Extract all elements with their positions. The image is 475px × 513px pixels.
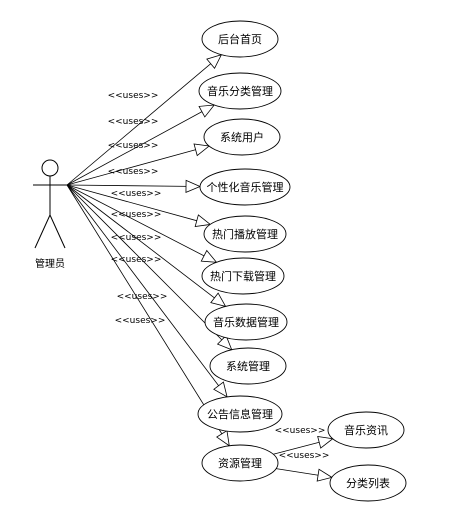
use-case-music-data: 音乐数据管理: [204, 303, 288, 341]
use-case-hot-play: 热门播放管理: [203, 215, 287, 253]
uses-label: <<uses>>: [111, 210, 162, 220]
use-case-ellipse: [204, 303, 288, 341]
uses-label: <<uses>>: [108, 141, 159, 151]
arrow-head: [200, 249, 218, 263]
uses-relation-music-data: <<uses>>: [66, 184, 227, 308]
relation-line: [66, 184, 233, 351]
relation-line: [66, 145, 210, 186]
arrow-head: [198, 104, 216, 118]
relation-line: [66, 184, 226, 307]
actor-admin: 管理员: [33, 159, 67, 270]
use-case-ellipse: [329, 464, 407, 502]
use-case-label: 音乐分类管理: [207, 84, 273, 98]
arrow-head: [210, 292, 227, 308]
use-case-label: 热门下载管理: [210, 269, 276, 283]
use-case-label: 系统管理: [226, 359, 270, 373]
uses-relation-category-list: <<uses>>: [276, 451, 333, 482]
use-case-ellipse: [201, 257, 285, 295]
uses-label: <<uses>>: [117, 292, 168, 302]
use-case-label: 后台首页: [218, 32, 262, 46]
uses-label: <<uses>>: [275, 426, 326, 436]
use-case-ellipse: [327, 411, 405, 449]
use-case-ellipse: [209, 347, 287, 385]
uses-relation-hot-play: <<uses>>: [66, 184, 212, 227]
uses-label: <<uses>>: [108, 167, 159, 177]
relation-line: [66, 184, 228, 398]
use-case-ellipse: [197, 395, 283, 433]
arrow-head: [213, 381, 228, 398]
use-case-label: 资源管理: [218, 456, 262, 470]
uses-relation-music-category: <<uses>>: [66, 104, 216, 186]
uses-label: <<uses>>: [115, 316, 166, 326]
use-case-hot-download: 热门下载管理: [201, 257, 285, 295]
use-case-ellipse: [198, 72, 282, 110]
uses-label: <<uses>>: [108, 91, 159, 101]
use-case-personalized-music: 个性化音乐管理: [199, 168, 291, 206]
uses-relation-system-manage: <<uses>>: [66, 184, 233, 351]
arrow-head: [185, 179, 202, 193]
use-case-music-news: 音乐资讯: [327, 411, 405, 449]
relation-line: [66, 184, 230, 446]
use-case-ellipse: [203, 215, 287, 253]
use-case-system-users: 系统用户: [203, 118, 281, 156]
uses-relation-backend-home: <<uses>>: [66, 54, 223, 186]
uses-relation-resource: <<uses>>: [66, 184, 230, 447]
relation-line: [66, 184, 211, 225]
uses-label: <<uses>>: [111, 189, 162, 199]
uses-label: <<uses>>: [111, 255, 162, 265]
use-case-ellipse: [199, 168, 291, 206]
use-case-announcement: 公告信息管理: [197, 395, 283, 433]
use-case-label: 热门播放管理: [212, 227, 278, 241]
arrow-head: [216, 334, 233, 351]
use-case-label: 分类列表: [346, 476, 390, 490]
use-case-ellipse: [201, 20, 279, 58]
actor-label: 管理员: [35, 257, 65, 270]
relation-line: [66, 104, 215, 186]
actor-right-leg: [49, 214, 66, 249]
use-case-backend-home: 后台首页: [201, 20, 279, 58]
uses-relation-personalized-music: <<uses>>: [66, 167, 202, 193]
arrow-head: [194, 214, 212, 227]
arrow-head: [193, 143, 211, 157]
arrow-head: [206, 54, 223, 70]
use-case-label: 音乐数据管理: [213, 315, 279, 329]
arrow-head: [316, 468, 333, 482]
relation-line: [66, 54, 222, 186]
use-case-label: 音乐资讯: [344, 423, 388, 437]
uses-relation-announcement: <<uses>>: [66, 184, 228, 398]
use-case-label: 个性化音乐管理: [207, 180, 284, 194]
actor-head: [41, 159, 59, 177]
use-case-ellipse: [201, 444, 279, 482]
uses-label: <<uses>>: [108, 117, 159, 127]
uses-label: <<uses>>: [111, 233, 162, 243]
relation-line: [66, 184, 217, 263]
use-case-system-manage: 系统管理: [209, 347, 287, 385]
relation-line: [66, 184, 201, 187]
uses-label: <<uses>>: [279, 451, 330, 461]
uses-relation-hot-download: <<uses>>: [66, 184, 218, 263]
use-case-resource: 资源管理: [201, 444, 279, 482]
use-case-ellipse: [203, 118, 281, 156]
use-case-label: 公告信息管理: [207, 407, 273, 421]
use-case-music-category: 音乐分类管理: [198, 72, 282, 110]
uses-relation-music-news: <<uses>>: [273, 426, 334, 455]
actor-left-leg: [34, 214, 51, 249]
use-case-category-list: 分类列表: [329, 464, 407, 502]
uses-relation-system-users: <<uses>>: [66, 141, 211, 186]
arrow-head: [216, 430, 230, 447]
arrow-head: [317, 435, 334, 449]
use-case-label: 系统用户: [220, 130, 264, 144]
